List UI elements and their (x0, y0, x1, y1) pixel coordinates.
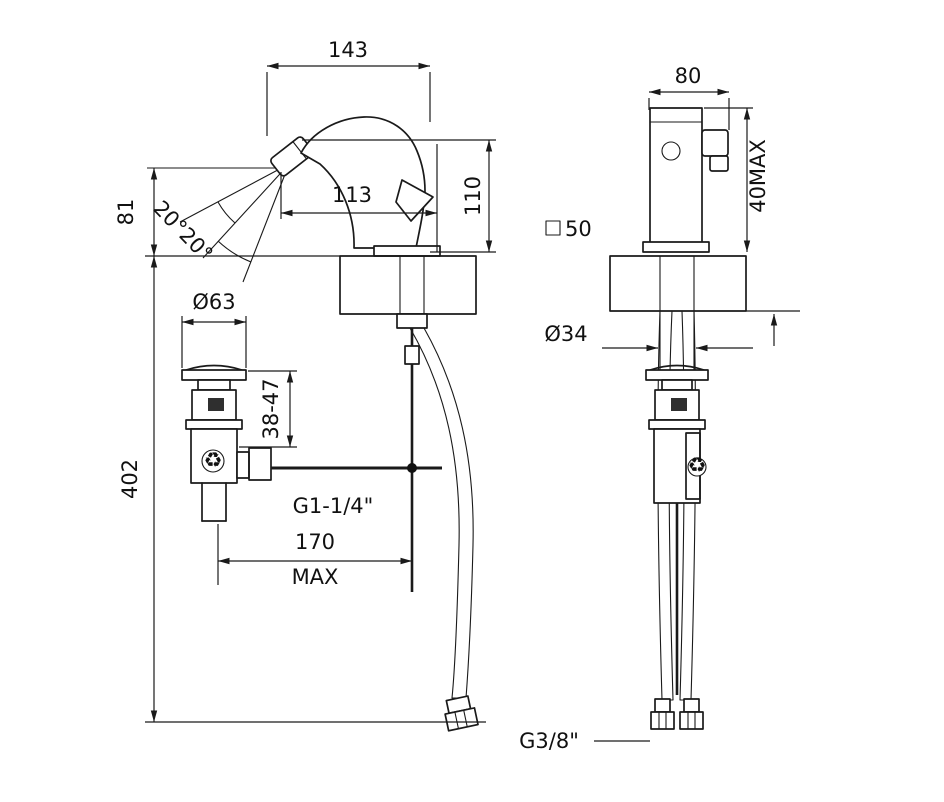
hose-fitting-front (444, 695, 479, 732)
waste-assembly-front: ♻ (181, 364, 272, 522)
dim-waste-diameter-label: Ø63 (192, 290, 235, 314)
dim-402: 402 (118, 256, 486, 723)
dim-113: 113 (280, 144, 438, 252)
hose-fittings-side (650, 698, 704, 730)
waste-assembly-side: ♻ (645, 364, 709, 504)
max-label: MAX (292, 565, 339, 589)
dim-143-label: 143 (328, 38, 368, 62)
square-symbol-icon (545, 220, 561, 236)
dim-143: 143 (266, 38, 431, 136)
dim-waste-diameter: Ø63 (181, 290, 247, 368)
hose-thread-label: G3/8" (519, 729, 579, 753)
dim-80: 80 (648, 64, 730, 130)
dim-clamp-range: 38-47 (239, 370, 297, 448)
dim-402-label: 402 (118, 459, 142, 499)
dim-170-max: G1-1/4" 170 MAX (217, 494, 412, 589)
joystick-handle (701, 129, 729, 157)
dim-110-label: 110 (461, 176, 485, 216)
dim-34-label: Ø34 (544, 322, 587, 346)
waste-thread-label: G1-1/4" (293, 494, 374, 518)
dim-81: 81 (114, 168, 158, 256)
recycle-logo-icon: ♻ (688, 453, 707, 477)
dim-110: 110 (302, 139, 496, 253)
dim-80-label: 80 (675, 64, 702, 88)
dim-113-label: 113 (332, 183, 372, 207)
dim-40max: 40MAX (704, 107, 770, 252)
popup-rod (271, 328, 442, 592)
dim-34: Ø34 (544, 322, 753, 352)
front-view: ♻ 143 110 113 (114, 38, 496, 732)
recycle-logo-icon: ♻ (204, 448, 223, 472)
faucet-body-side (642, 107, 729, 253)
dim-81-label: 81 (114, 199, 138, 226)
dim-clamp-range-label: 38-47 (259, 378, 283, 439)
base-size-label: 50 (565, 217, 592, 241)
side-view: ♻ 80 40MAX 50 (519, 64, 800, 753)
dim-base-square: 50 (545, 217, 592, 241)
dim-40max-label: 40MAX (746, 139, 770, 213)
flex-hose-front (409, 327, 474, 699)
deck-side (609, 255, 800, 371)
dim-170-label: 170 (295, 530, 335, 554)
hose-thread: G3/8" (519, 729, 650, 753)
deck-front (145, 255, 477, 329)
